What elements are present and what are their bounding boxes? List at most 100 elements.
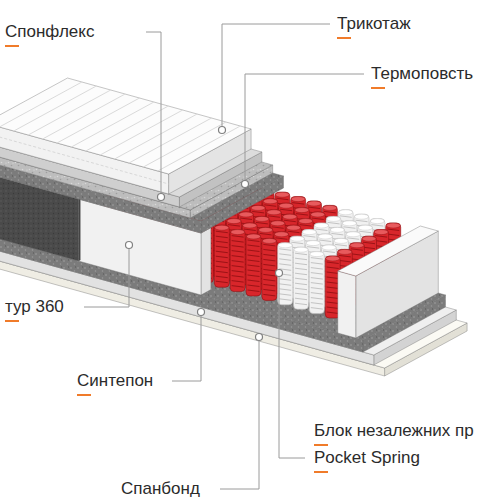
spring-coil [232, 261, 244, 263]
spring-coil [228, 225, 240, 227]
spring-coil [295, 303, 307, 305]
leader-dot [158, 194, 165, 201]
spring-coil [232, 256, 244, 258]
spring-top [279, 203, 293, 208]
spring-coil [232, 281, 244, 283]
spring-coil [347, 238, 359, 240]
spring-top [267, 210, 281, 215]
spring-coil [216, 261, 228, 263]
side-cover-end [79, 198, 81, 261]
spring-coil [263, 254, 275, 256]
spring-top [342, 221, 356, 226]
spring-coil [263, 264, 275, 266]
spring-top [263, 199, 277, 204]
part-label: Термоповсть [370, 64, 474, 89]
spring-coil [327, 297, 339, 299]
spring-top [283, 214, 297, 219]
quilting-line [100, 110, 183, 155]
spring-coil [308, 207, 320, 209]
leader-line [222, 24, 330, 126]
spring-top [274, 232, 288, 237]
spring-coil [328, 222, 340, 224]
spring-coil [216, 281, 228, 283]
spring-coil [263, 274, 275, 276]
spring-coil [324, 211, 336, 213]
leader-dot [198, 309, 205, 316]
leader-dot [256, 334, 263, 341]
spring-coil [248, 270, 260, 272]
spring-coil [248, 260, 260, 262]
spring-coil [327, 312, 339, 314]
spring-top [362, 236, 376, 241]
part-label: Pocket Spring [313, 448, 421, 473]
spring-top [306, 241, 320, 246]
spring-top [239, 212, 253, 217]
spring-coil [295, 293, 307, 295]
part-label: Спанбонд [120, 479, 201, 500]
spring-coil [279, 259, 291, 261]
spring-coil [232, 271, 244, 273]
spring-coil [295, 283, 307, 285]
spring-coil [248, 285, 260, 287]
spring-coil [284, 220, 296, 222]
mattress-layers [0, 78, 467, 376]
spring-coil [252, 211, 264, 213]
spring-coil [216, 271, 228, 273]
spring-coil [387, 234, 399, 236]
spring-coil [327, 272, 339, 274]
spring-coil [216, 256, 228, 258]
pocket-spring [246, 234, 261, 296]
spring-top [275, 192, 289, 197]
spring-coil [340, 216, 352, 218]
spring-coil [216, 241, 228, 243]
spring-coil [327, 277, 339, 279]
spring-coil [307, 247, 319, 249]
spring-coil [279, 264, 291, 266]
spring-coil [232, 266, 244, 268]
spring-top [370, 219, 384, 224]
spring-coil [248, 245, 260, 247]
spring-coil [296, 214, 308, 216]
spring-body [309, 252, 324, 314]
spring-coil [327, 292, 339, 294]
spring-coil [272, 227, 284, 229]
spring-coil [288, 231, 300, 233]
spring-coil [363, 247, 375, 249]
spring-coil [327, 287, 339, 289]
quilting-line [71, 102, 153, 147]
spring-top [251, 205, 265, 210]
spring-top [358, 225, 372, 230]
spring-coil [315, 229, 327, 231]
leader-line [279, 277, 305, 458]
spring-coil [295, 298, 307, 300]
spring-coil [263, 269, 275, 271]
spring-coil [232, 276, 244, 278]
spring-coil [387, 229, 399, 231]
pocket-spring [214, 225, 229, 287]
spring-coil [263, 244, 275, 246]
leader-dot [219, 127, 226, 134]
spring-coil [311, 308, 323, 310]
spring-top [295, 208, 309, 213]
spring-coil [216, 266, 228, 268]
spring-coil [371, 225, 383, 227]
spring-coil [232, 251, 244, 253]
spring-coil [280, 209, 292, 211]
pocket-spring [262, 238, 277, 300]
stitch-line [0, 133, 169, 184]
spring-coil [312, 218, 324, 220]
pocket-spring [309, 252, 324, 314]
knit-cover-top [0, 78, 251, 174]
spring-top [326, 256, 340, 261]
spring-coil [248, 275, 260, 277]
spring-coil [216, 236, 228, 238]
quilting-line [86, 106, 169, 151]
spring-coil [216, 246, 228, 248]
spring-coil [279, 254, 291, 256]
spring-coil [311, 283, 323, 285]
spring-top [346, 232, 360, 237]
foam-end-front [338, 271, 356, 338]
quilting-line [57, 98, 140, 143]
spring-body [214, 225, 229, 287]
